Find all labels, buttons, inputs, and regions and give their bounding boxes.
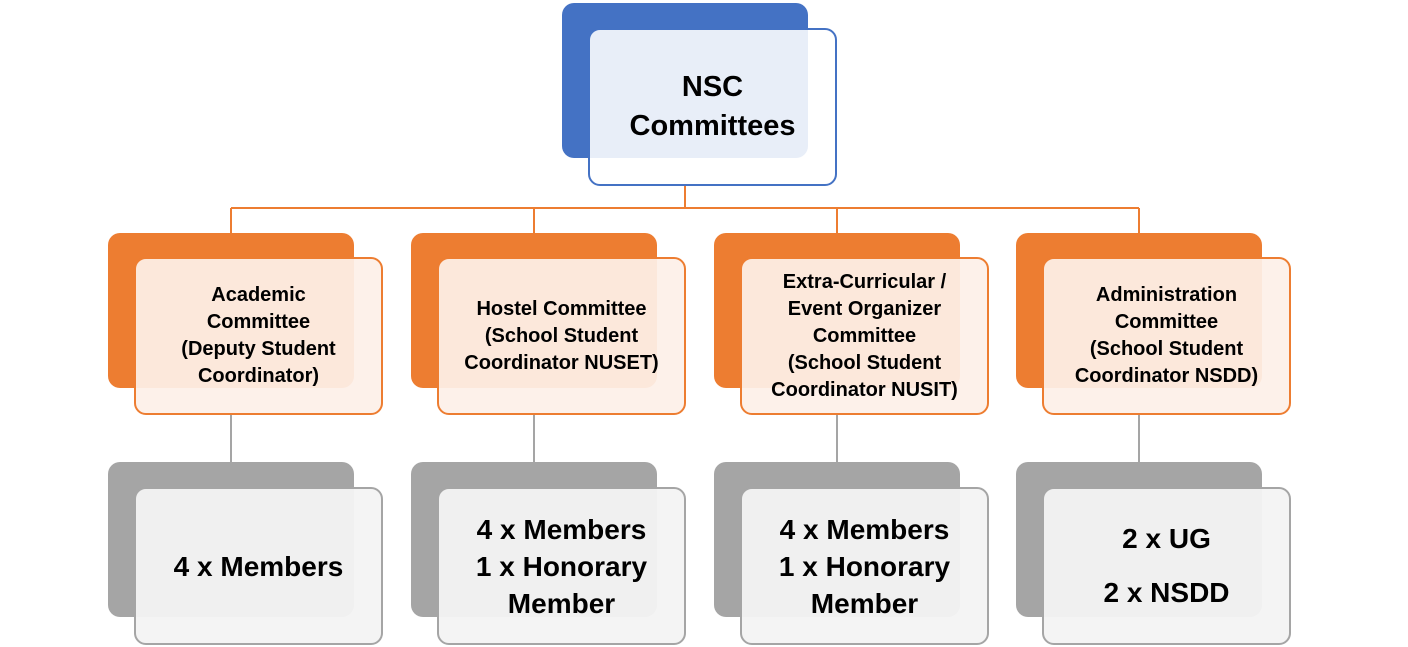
members-label: 4 x Members 1 x Honorary Member — [475, 513, 648, 619]
members-label: 4 x Members — [173, 550, 344, 582]
committee-node-administration: Administration Committee (School Student… — [1042, 257, 1291, 415]
members-label: 4 x Members 1 x Honorary Member — [778, 513, 951, 619]
members-node-academic: 4 x Members — [134, 487, 383, 645]
committee-node-academic: Academic Committee (Deputy Student Coord… — [134, 257, 383, 415]
committee-label: Hostel Committee (School Student Coordin… — [464, 297, 659, 374]
committee-node-extra-curricular: Extra-Curricular / Event Organizer Commi… — [740, 257, 989, 415]
committee-node-hostel: Hostel Committee (School Student Coordin… — [437, 257, 686, 415]
committee-label: Extra-Curricular / Event Organizer Commi… — [771, 270, 958, 401]
committee-label: Academic Committee (Deputy Student Coord… — [181, 284, 336, 387]
committee-label: Administration Committee (School Student… — [1074, 284, 1259, 387]
root-node: NSC Committees — [588, 28, 837, 186]
members-node-administration: 2 x UG 2 x NSDD — [1042, 487, 1291, 645]
members-label: 2 x UG 2 x NSDD — [1103, 523, 1230, 608]
root-title: NSC Committees — [629, 71, 796, 142]
members-node-hostel: 4 x Members 1 x Honorary Member — [437, 487, 686, 645]
members-node-extra-curricular: 4 x Members 1 x Honorary Member — [740, 487, 989, 645]
